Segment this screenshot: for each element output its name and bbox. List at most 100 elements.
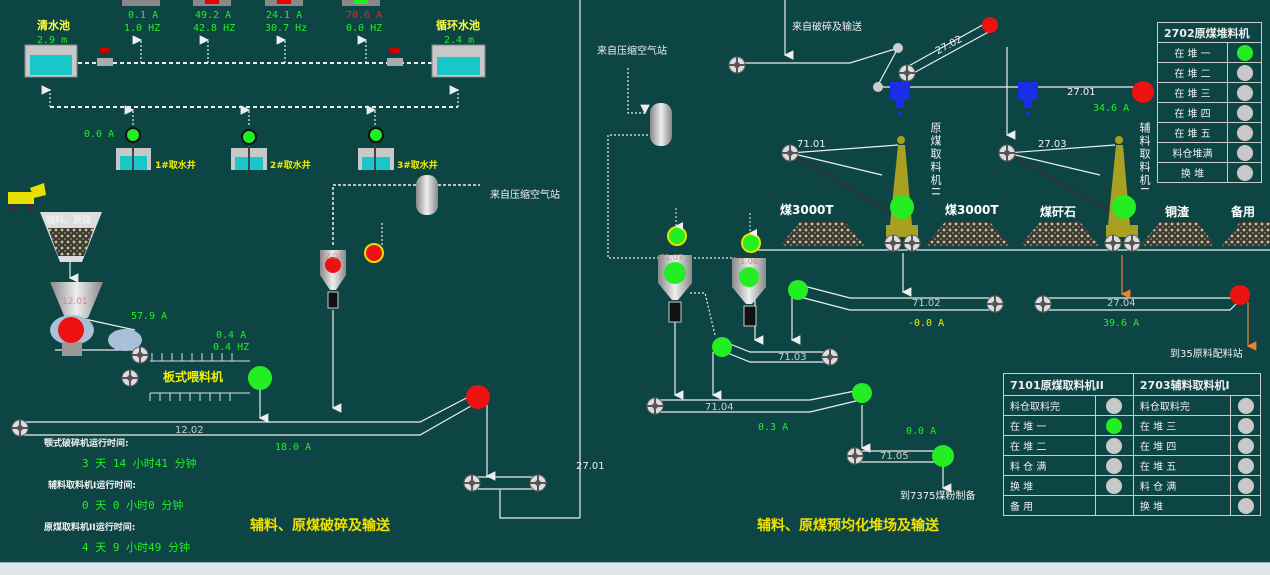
from-crushing-label: 来自破碎及输送 <box>792 22 862 33</box>
air-tank <box>650 103 672 146</box>
well2-label: 2#取水井 <box>270 161 311 171</box>
status-lamp <box>1237 477 1254 494</box>
status-lamp <box>1106 477 1123 494</box>
status-bar <box>0 562 1270 575</box>
conveyor-7101-id: 71.01 <box>797 139 826 150</box>
well-pump-1 <box>116 127 151 170</box>
air-source-label-right: 来自压缩空气站 <box>597 46 667 57</box>
row-label: 换 堆 <box>1157 162 1228 183</box>
loader-icon <box>8 183 46 212</box>
crusher-current: 57.9 A <box>131 311 168 322</box>
clear-pool-label: 清水池 <box>37 19 70 32</box>
conveyor-7103-id: 71.03 <box>778 352 807 363</box>
dust-collector-id: 12.04 <box>320 252 343 261</box>
table-row: 在 堆 三 <box>1157 82 1262 103</box>
row-label-b: 换 堆 <box>1132 495 1232 516</box>
reclaimer2-runtime-label: 原煤取料机II运行时间: <box>44 523 136 533</box>
right-section-title: 辅料、原煤预均化堆场及输送 <box>757 518 939 534</box>
circ-pool-level: 2.4 m <box>444 35 475 46</box>
conveyor-2701-current: 34.6 A <box>1093 103 1130 114</box>
reclaimer2-label: 原煤取料机II <box>929 122 942 198</box>
pump1-current: 0.1 A <box>128 10 159 21</box>
table-row: 在 堆 二 <box>1157 62 1262 83</box>
to-35-label: 到35原料配料站 <box>1170 349 1243 360</box>
pump3-current: 24.1 A <box>266 10 303 21</box>
status-lamp <box>1237 417 1254 434</box>
conveyor-2704-current: 39.6 A <box>1103 318 1140 329</box>
well3-label: 3#取水井 <box>397 161 438 171</box>
status-lamp <box>1237 437 1254 454</box>
valve-icon <box>97 48 113 66</box>
stacker-2702-status-table: 2702原煤堆料机 在 堆 一在 堆 二在 堆 三在 堆 四在 堆 五料仓堆满换… <box>1157 22 1262 183</box>
well-pump-2 <box>231 129 267 170</box>
table-row: 备 用换 堆 <box>1003 495 1261 516</box>
conveyor-1202-status-lamp <box>466 385 490 409</box>
row-label: 在 堆 四 <box>1157 102 1228 123</box>
conveyor-7102-current: -0.0 A <box>908 318 945 329</box>
pump4-current: 70.6 A <box>346 10 383 21</box>
conveyor-7105-current: 0.0 A <box>906 426 937 437</box>
pile-4-label: 铜渣 <box>1165 205 1190 219</box>
row-label-a: 在 堆 二 <box>1003 435 1096 456</box>
pile-3-label: 煤矸石 <box>1040 205 1077 219</box>
row-label-b: 在 堆 四 <box>1132 435 1232 456</box>
reclaimer1-runtime-label: 辅料取料机I运行时间: <box>48 481 136 491</box>
row-label: 料仓堆满 <box>1157 142 1228 163</box>
crusher-id: 12.01 <box>62 297 88 307</box>
table-row: 在 堆 四 <box>1157 102 1262 123</box>
to-7375-label: 到7375煤粉制备 <box>900 491 976 502</box>
well-pump-3 <box>358 127 394 170</box>
status-lamp <box>1236 84 1253 101</box>
table-row: 换 堆料 仓 满 <box>1003 475 1261 496</box>
table-title-7101: 7101原煤取料机II <box>1003 373 1134 396</box>
conveyor-2704-id: 27.04 <box>1107 298 1136 309</box>
status-lamp <box>1106 417 1123 434</box>
table-title: 2702原煤堆料机 <box>1157 22 1262 43</box>
left-section-title: 辅料、原煤破碎及输送 <box>250 518 390 534</box>
circ-pool-label: 循环水池 <box>436 19 480 32</box>
out-conveyor-id: 27.01 <box>576 461 605 472</box>
silo-7106 <box>732 233 766 327</box>
pile-5-label: 备用 <box>1231 205 1256 219</box>
reclaimer1-runtime-value: 0 天 0 小时0 分钟 <box>82 499 184 512</box>
reclaimer2-runtime-value: 4 天 9 小时49 分钟 <box>82 541 190 554</box>
feeder-freq: 0.4 HZ <box>213 342 250 353</box>
conveyor-2703-id: 27.03 <box>1038 139 1067 150</box>
reclaimer-2 <box>884 136 921 252</box>
status-lamp <box>1106 457 1123 474</box>
status-lamp <box>1236 104 1253 121</box>
status-lamp <box>1237 457 1254 474</box>
feeder-label: 板式喂料机 <box>163 370 224 384</box>
row-label-a: 换 堆 <box>1003 475 1096 496</box>
well1-label: 1#取水井 <box>155 161 196 171</box>
row-label-a: 料仓取料完 <box>1003 395 1096 416</box>
status-lamp-stopped <box>58 317 84 343</box>
row-label: 在 堆 二 <box>1157 62 1228 83</box>
table-row: 料仓堆满 <box>1157 142 1262 163</box>
table-row: 在 堆 二在 堆 四 <box>1003 435 1261 456</box>
silo-1-id: 71.07 <box>660 253 683 262</box>
feeder-status-lamp <box>248 366 272 390</box>
row-label-b: 在 堆 三 <box>1132 415 1232 436</box>
silo-7107 <box>658 226 692 323</box>
well1-current: 0.0 A <box>84 129 115 140</box>
row-label-b: 料 仓 满 <box>1132 475 1232 496</box>
conveyor-2701-id: 27.01 <box>1067 87 1096 98</box>
status-lamp <box>1237 397 1254 414</box>
row-label-a: 备 用 <box>1003 495 1096 516</box>
pile-1-label: 煤3000T <box>780 203 834 217</box>
table-row: 料仓取料完料仓取料完 <box>1003 395 1261 416</box>
pump2-freq: 42.8 HZ <box>193 23 236 34</box>
jaw-crusher <box>50 282 142 356</box>
table-row: 在 堆 一在 堆 三 <box>1003 415 1261 436</box>
row-label-a: 料 仓 满 <box>1003 455 1096 476</box>
tripper-icon <box>890 82 910 118</box>
status-lamp <box>1236 44 1253 61</box>
clear-pool-level: 2.9 m <box>37 35 68 46</box>
silo-2-id: 71.06 <box>735 257 758 266</box>
valve-icon <box>387 48 403 66</box>
conveyor-7104-current: 0.3 A <box>758 422 789 433</box>
coal-pile <box>780 222 1270 246</box>
